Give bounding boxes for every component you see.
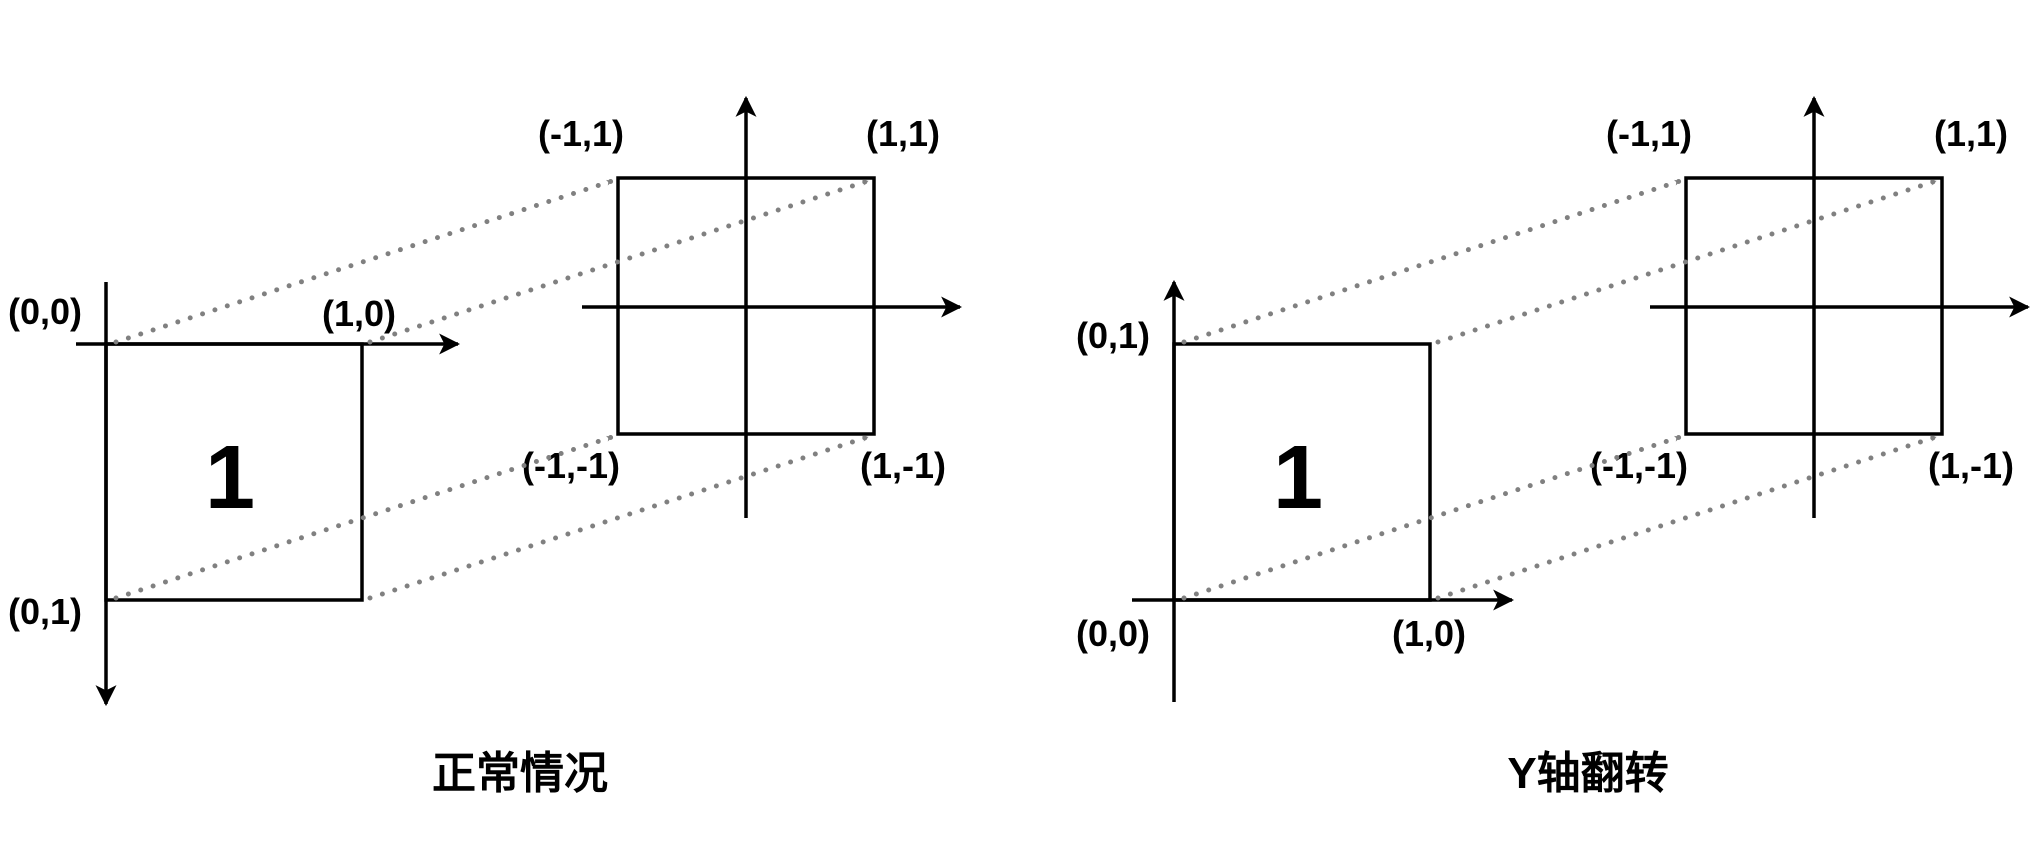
- uv-square-number: 1: [205, 428, 255, 528]
- ndc-flipped-label-top-right: (1,1): [1934, 113, 2008, 154]
- panel-normal: 1 (0,0) (1,0) (0,1) (-1,1) (1,1) (-1,-1)…: [8, 95, 963, 798]
- panel-y-flip: 1 (0,1) (0,0) (1,0) (-1,1) (1,1) (-1,-1)…: [1076, 95, 2031, 798]
- ndc-square-flipped: (-1,1) (1,1) (-1,-1) (1,-1): [1590, 95, 2031, 518]
- uv-label-top-right: (1,0): [322, 293, 396, 334]
- uv-label-top-left: (0,0): [8, 291, 82, 332]
- uv-flipped-square-number: 1: [1273, 428, 1323, 528]
- ndc-label-bottom-right: (1,-1): [860, 445, 946, 486]
- uv-square-flipped: 1 (0,1) (0,0) (1,0): [1076, 279, 1515, 702]
- ndc-label-bottom-left: (-1,-1): [522, 445, 620, 486]
- ndc-label-top-right: (1,1): [866, 113, 940, 154]
- mapping-arrow-top-left: [113, 178, 615, 345]
- mapping-arrow-bottom-right: [367, 434, 871, 601]
- mapping-arrows-normal: [113, 178, 871, 601]
- caption-y-flip: Y轴翻转: [1507, 749, 1668, 798]
- ndc-flipped-label-top-left: (-1,1): [1606, 113, 1692, 154]
- uv-flipped-label-bottom-right: (1,0): [1392, 613, 1466, 654]
- mapping-arrows-flipped: [1181, 178, 1939, 601]
- ndc-square-normal: (-1,1) (1,1) (-1,-1) (1,-1): [522, 95, 963, 518]
- mapping-arrow-top-right: [367, 178, 871, 345]
- mapping-arrow-flipped-bottom-left: [1181, 434, 1683, 601]
- mapping-arrow-bottom-left: [113, 434, 615, 601]
- ndc-flipped-label-bottom-right: (1,-1): [1928, 445, 2014, 486]
- caption-normal: 正常情况: [432, 749, 608, 798]
- ndc-label-top-left: (-1,1): [538, 113, 624, 154]
- uv-flipped-label-top-left: (0,1): [1076, 315, 1150, 356]
- uv-label-bottom-left: (0,1): [8, 591, 82, 632]
- uv-flipped-label-bottom-left: (0,0): [1076, 613, 1150, 654]
- mapping-arrow-flipped-bottom-right: [1435, 434, 1939, 601]
- mapping-arrow-flipped-top-right: [1435, 178, 1939, 345]
- uv-square-normal: 1 (0,0) (1,0) (0,1): [8, 282, 461, 707]
- mapping-arrow-flipped-top-left: [1181, 178, 1683, 345]
- ndc-flipped-label-bottom-left: (-1,-1): [1590, 445, 1688, 486]
